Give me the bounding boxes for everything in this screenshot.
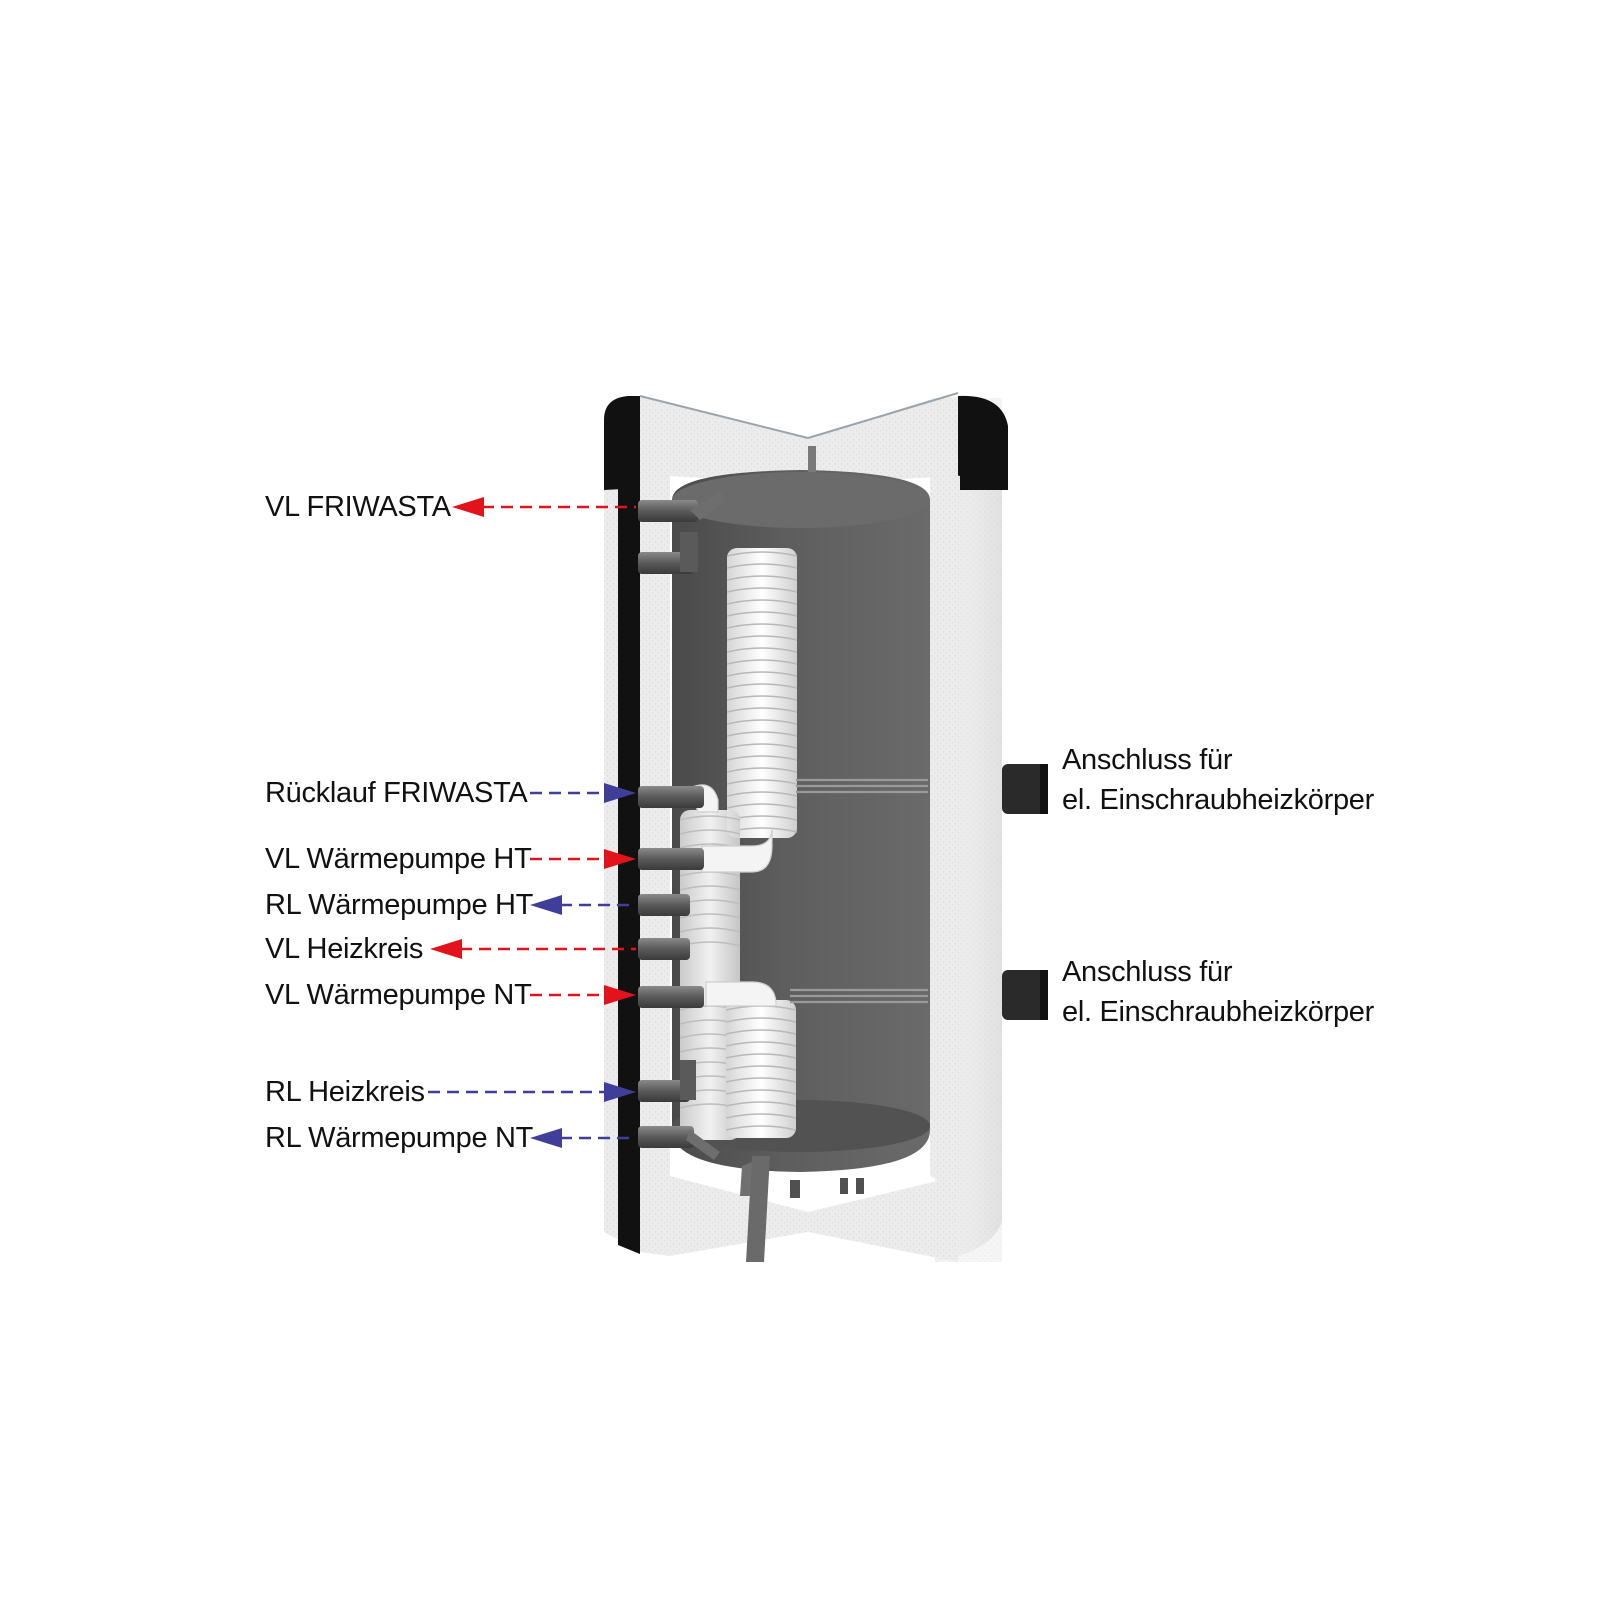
- bottom-coil: [725, 1000, 797, 1138]
- flow-arrow-head: [452, 497, 484, 517]
- label-heater-connection-lower: Anschluss für el. Einschraubheizkörper: [1062, 952, 1374, 1032]
- insulation-top-cut: [640, 396, 958, 484]
- label-heater-lower-line2: el. Einschraubheizkörper: [1062, 996, 1374, 1028]
- label-heater-lower-line1: Anschluss für: [1062, 956, 1233, 988]
- label-heater-upper-line1: Anschluss für: [1062, 744, 1233, 776]
- flow-arrow-head: [604, 849, 636, 869]
- label-rl-waermepumpe-nt: RL Wärmepumpe NT: [265, 1122, 534, 1154]
- label-ruecklauf-friwasta: Rücklauf FRIWASTA: [265, 777, 528, 809]
- bottom-drain: [740, 1156, 864, 1262]
- flow-arrow-head: [604, 783, 636, 803]
- flow-arrow-head: [604, 985, 636, 1005]
- insulation-cut-left: [640, 396, 670, 1256]
- jacket-left-cap: [604, 396, 640, 490]
- label-heater-connection-upper: Anschluss für el. Einschraubheizkörper: [1062, 740, 1374, 820]
- flow-arrow-head: [430, 939, 462, 959]
- label-vl-waermepumpe-nt: VL Wärmepumpe NT: [265, 979, 532, 1011]
- flow-arrow-head: [530, 895, 562, 915]
- top-edge-highlight: [639, 395, 809, 439]
- label-vl-heizkreis: VL Heizkreis: [265, 933, 424, 965]
- label-vl-friwasta: VL FRIWASTA: [265, 491, 451, 523]
- heater-rods: [790, 778, 928, 1004]
- insulation-bottom-cut: [670, 1176, 958, 1262]
- flow-arrow-head: [530, 1128, 562, 1148]
- jacket-top-right-cap: [958, 395, 1008, 490]
- label-rl-waermepumpe-ht: RL Wärmepumpe HT: [265, 889, 534, 921]
- upper-heat-exchanger-coil: [726, 548, 798, 838]
- flow-arrows: [428, 497, 636, 1148]
- heater-socket-upper: [1002, 764, 1048, 814]
- heater-socket-lower: [1002, 970, 1048, 1020]
- top-edge-highlight-2: [807, 392, 959, 439]
- label-vl-waermepumpe-ht: VL Wärmepumpe HT: [265, 843, 532, 875]
- label-heater-upper-line2: el. Einschraubheizkörper: [1062, 784, 1374, 816]
- connection-pipes: [638, 492, 726, 1160]
- flow-arrow-head: [604, 1082, 636, 1102]
- insulation-cut-right: [930, 470, 960, 1190]
- top-vent-nipple: [808, 446, 816, 472]
- tank-top-dome: [672, 472, 930, 528]
- outer-jacket-left: [618, 396, 640, 1254]
- label-rl-heizkreis: RL Heizkreis: [265, 1076, 425, 1108]
